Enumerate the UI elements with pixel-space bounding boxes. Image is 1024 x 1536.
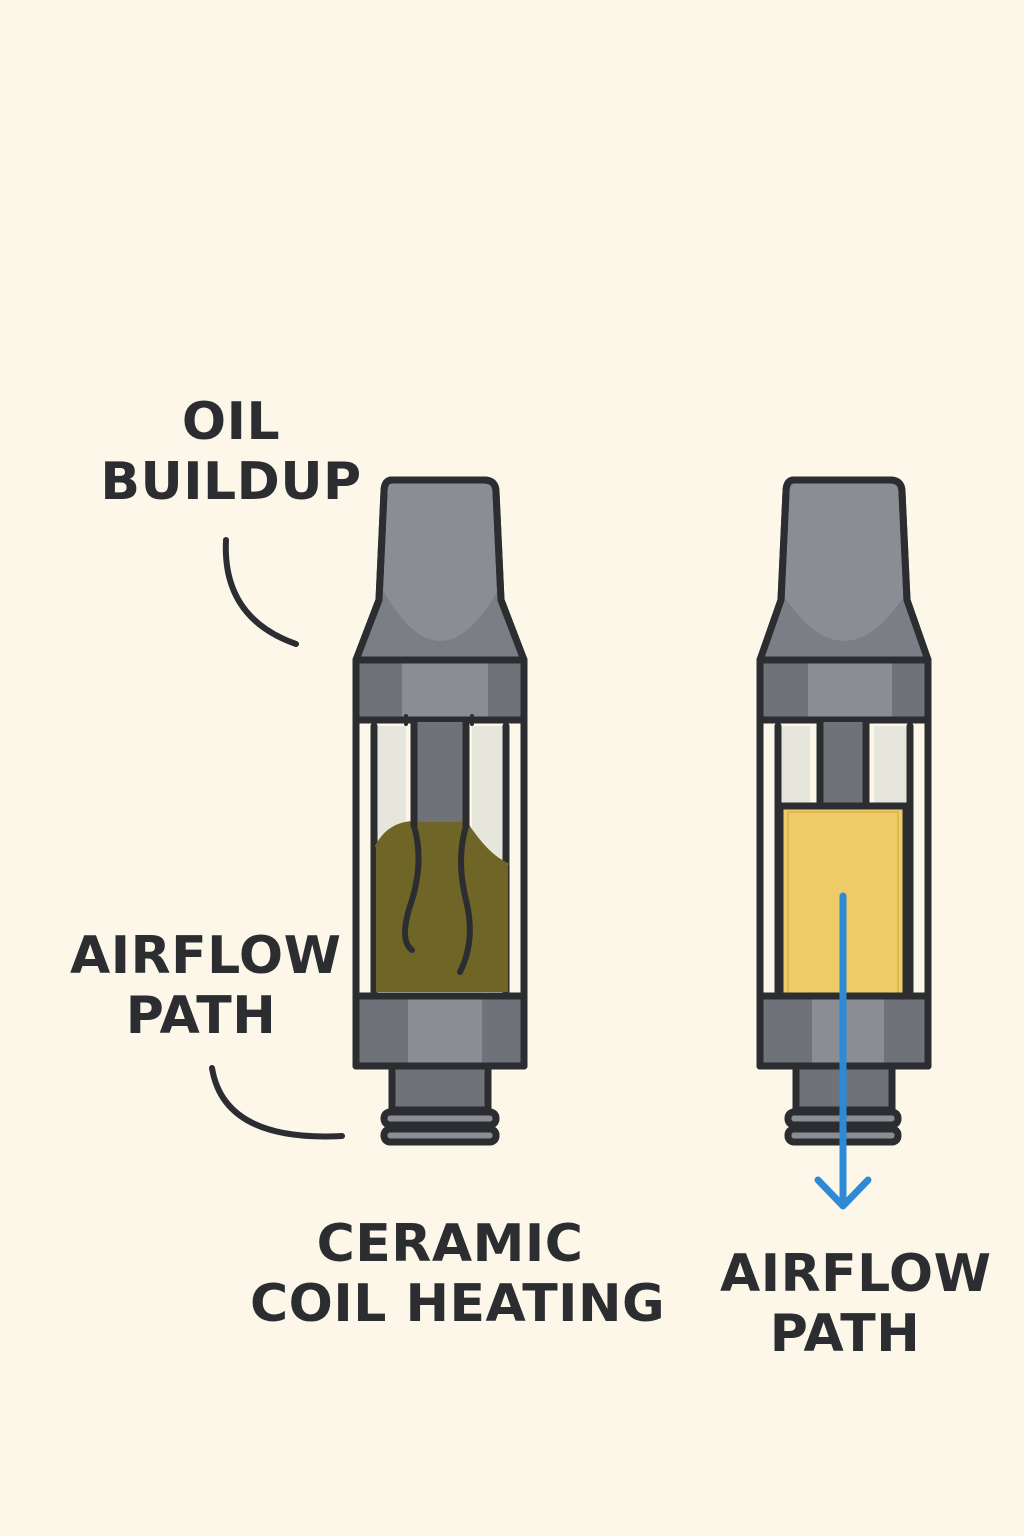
oil-buildup-label-line1: OIL <box>181 392 281 452</box>
airflow-leader-line <box>209 1065 345 1140</box>
airflow-right-line1: AIRFLOW <box>720 1244 992 1304</box>
airflow-left-line1: AIRFLOW <box>70 926 342 986</box>
connector <box>388 1062 492 1114</box>
vape-cartridge-clogged-icon <box>352 476 528 1146</box>
airflow-left-line2: PATH <box>125 986 277 1046</box>
mouthpiece-shadow <box>356 592 524 660</box>
airflow-path-label-left: AIRFLOW PATH <box>70 926 342 1046</box>
wick-left <box>402 823 422 953</box>
oil-buildup-label-line2: BUILDUP <box>100 452 362 512</box>
center-post <box>414 722 466 822</box>
oil-buildup-leader-line <box>222 537 299 647</box>
ceramic-line2: COIL HEATING <box>250 1274 666 1334</box>
ceramic-line1: CERAMIC <box>316 1214 584 1274</box>
wick-right <box>457 823 473 975</box>
oil-buildup-label: OIL BUILDUP <box>100 392 362 512</box>
arrow-down-icon <box>814 892 872 1210</box>
airflow-path-label-right: AIRFLOW PATH <box>720 1244 992 1364</box>
airflow-right-line2: PATH <box>769 1304 921 1364</box>
ceramic-coil-heating-label: CERAMIC COIL HEATING <box>250 1214 666 1334</box>
vape-cartridge-ceramic-icon <box>756 476 932 1146</box>
